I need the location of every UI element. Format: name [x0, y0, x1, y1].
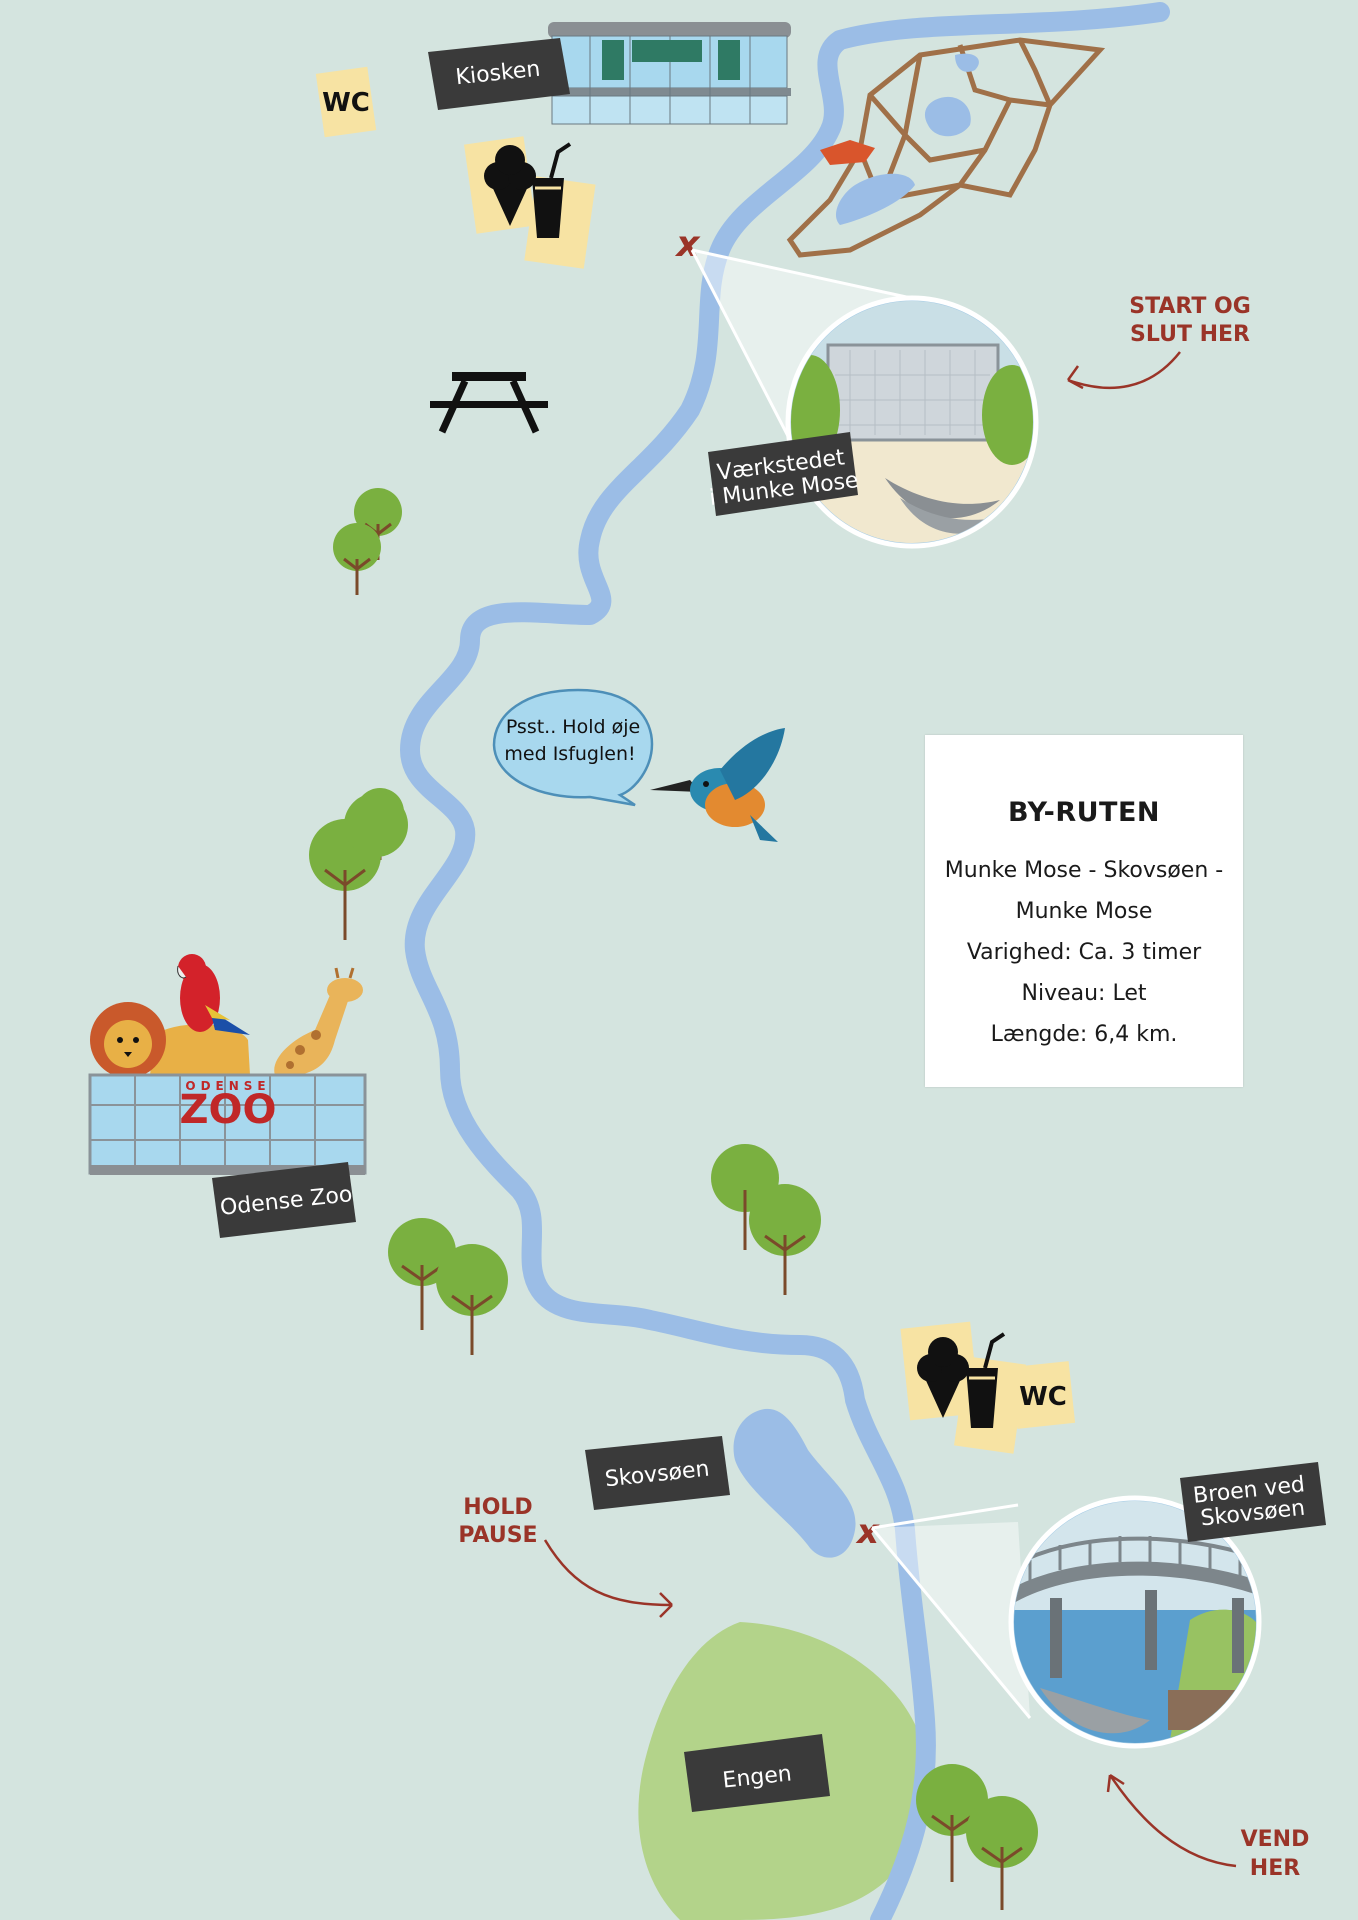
wc-icon: WC [1019, 1382, 1067, 1412]
turn-annotation-2: HER [1250, 1856, 1300, 1881]
river [400, 2, 1170, 1920]
tree-icon [966, 1796, 1038, 1910]
parrot-icon [177, 954, 250, 1035]
picnic-table-icon [430, 372, 548, 434]
pause-arrow [543, 1539, 673, 1618]
callout-cone-top [692, 250, 920, 440]
turn-arrow [1106, 1773, 1237, 1868]
route-level: Niveau: Let [1021, 981, 1147, 1006]
start-annotation: START OG [1129, 294, 1251, 319]
skovsoeen-lake [733, 1408, 856, 1558]
wc-icon: WC [315, 66, 377, 138]
route-title: BY-RUTEN [1007, 797, 1161, 828]
odense-zoo-label: Odense Zoo [212, 1162, 356, 1238]
facilities-sign: WC [900, 1321, 1076, 1454]
skovsoeen-label: Skovsøen [585, 1436, 730, 1510]
pause-annotation: HOLD [463, 1495, 532, 1520]
route-length: Længde: 6,4 km. [990, 1022, 1178, 1047]
route-line: Munke Mose - Skovsøen - [944, 858, 1224, 883]
svg-text:med Isfuglen!: med Isfuglen! [504, 743, 635, 765]
tree-icon [331, 521, 383, 597]
tree-icon [749, 1184, 821, 1295]
giraffe-icon [274, 967, 363, 1075]
turn-annotation: VEND [1241, 1827, 1310, 1852]
zoo-building-icon: ODENSE ZOO [88, 1073, 367, 1175]
vaerkstedet-image [785, 295, 1039, 549]
kiosk-building-icon [548, 22, 791, 125]
ice-cream-drink-sign [464, 136, 596, 269]
broen-label: Broen ved Skovsøen [1180, 1462, 1326, 1542]
svg-text:ODENSE: ODENSE [185, 1079, 270, 1093]
svg-text:Psst.. Hold øje: Psst.. Hold øje [506, 716, 640, 738]
tree-icon [344, 793, 408, 857]
canoe-icon [1040, 1688, 1150, 1734]
route-info-box: BY-RUTEN Munke Mose - Skovsøen - Munke M… [925, 735, 1243, 1087]
route-duration: Varighed: Ca. 3 timer [966, 940, 1202, 965]
tree-icon [436, 1244, 508, 1355]
route-details: Munke Mose - Skovsøen - Munke Mose Varig… [925, 850, 1243, 1055]
svg-text:ZOO: ZOO [179, 1087, 276, 1133]
route-line: Munke Mose [1015, 899, 1153, 924]
svg-text:WC: WC [322, 88, 370, 118]
engen-label: Engen [684, 1734, 830, 1812]
kiosken-label: Kiosken [428, 38, 570, 110]
pause-annotation-2: PAUSE [458, 1523, 537, 1548]
park-paths [786, 37, 1106, 258]
start-arrow [1066, 351, 1181, 390]
start-annotation-2: SLUT HER [1130, 322, 1250, 347]
kingfisher-icon [650, 728, 785, 842]
speech-bubble: Psst.. Hold øje med Isfuglen! [492, 688, 654, 807]
lion-icon [90, 1002, 250, 1078]
vaerkstedet-label: Værkstedet i Munke Mose [708, 432, 860, 516]
